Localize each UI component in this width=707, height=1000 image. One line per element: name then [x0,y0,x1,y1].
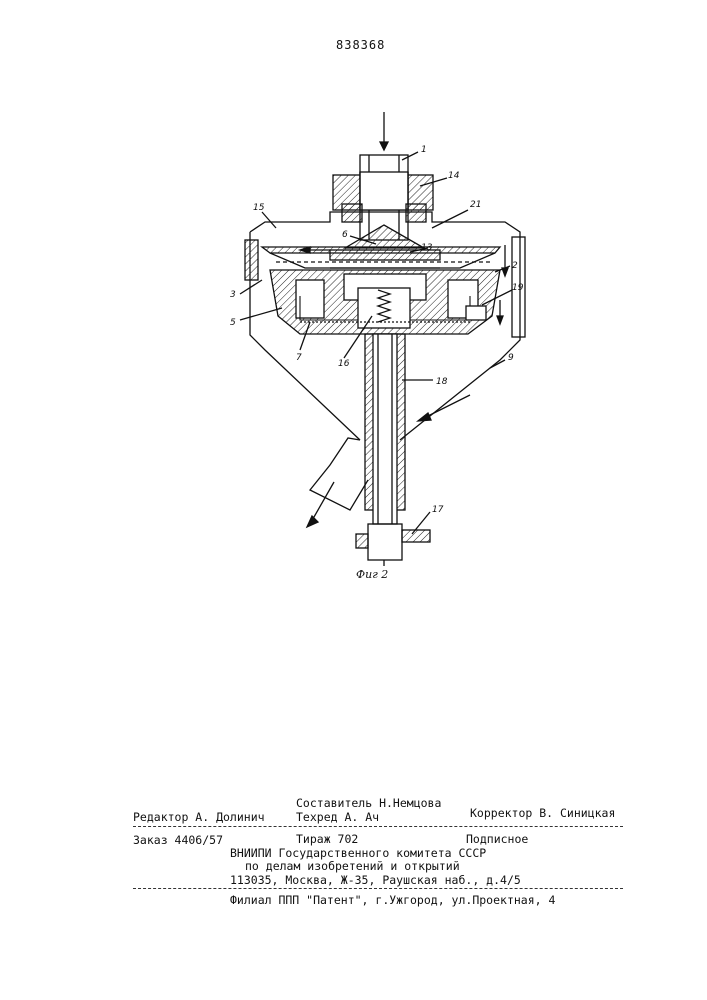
circulation-line: Тираж 702 [296,832,358,846]
order-line: Заказ 4406/57 [133,833,223,847]
label-18: 18 [436,377,448,387]
label-6: 6 [342,230,348,240]
org-line-2: по делам изобретений и открытий [245,859,460,873]
editor-line: Редактор А. Долинич [133,810,265,824]
label-3: 3 [230,290,236,300]
subscription-line: Подписное [466,832,528,846]
label-15: 15 [253,203,265,213]
label-13: 13 [421,243,433,253]
label-19: 19 [512,283,524,293]
label-21: 21 [470,200,481,210]
label-16: 16 [338,359,350,369]
label-9: 9 [508,353,514,363]
label-5: 5 [230,318,236,328]
org-line-1: ВНИИПИ Государственного комитета СССР [230,846,486,860]
label-2: 2 [512,261,518,271]
branch-line: Филиал ППП "Патент", г.Ужгород, ул.Проек… [230,893,555,907]
distribution-cone [345,225,424,248]
org-address: 113035, Москва, Ж-35, Раушская наб., д.4… [230,873,521,887]
label-14: 14 [448,171,460,181]
divider-2 [133,888,623,889]
label-17: 17 [432,505,444,515]
corrector-line: Корректор В. Синицкая [470,806,615,820]
label-7: 7 [296,353,302,363]
label-1: 1 [421,145,427,155]
techred-line: Техред А. Ач [296,810,379,824]
compiler-line: Составитель Н.Немцова [296,796,441,810]
discharge-spout [310,438,368,510]
shaft-coupling [368,524,402,560]
divider-1 [133,826,623,827]
figure-caption: Фиг 2 [356,568,388,581]
